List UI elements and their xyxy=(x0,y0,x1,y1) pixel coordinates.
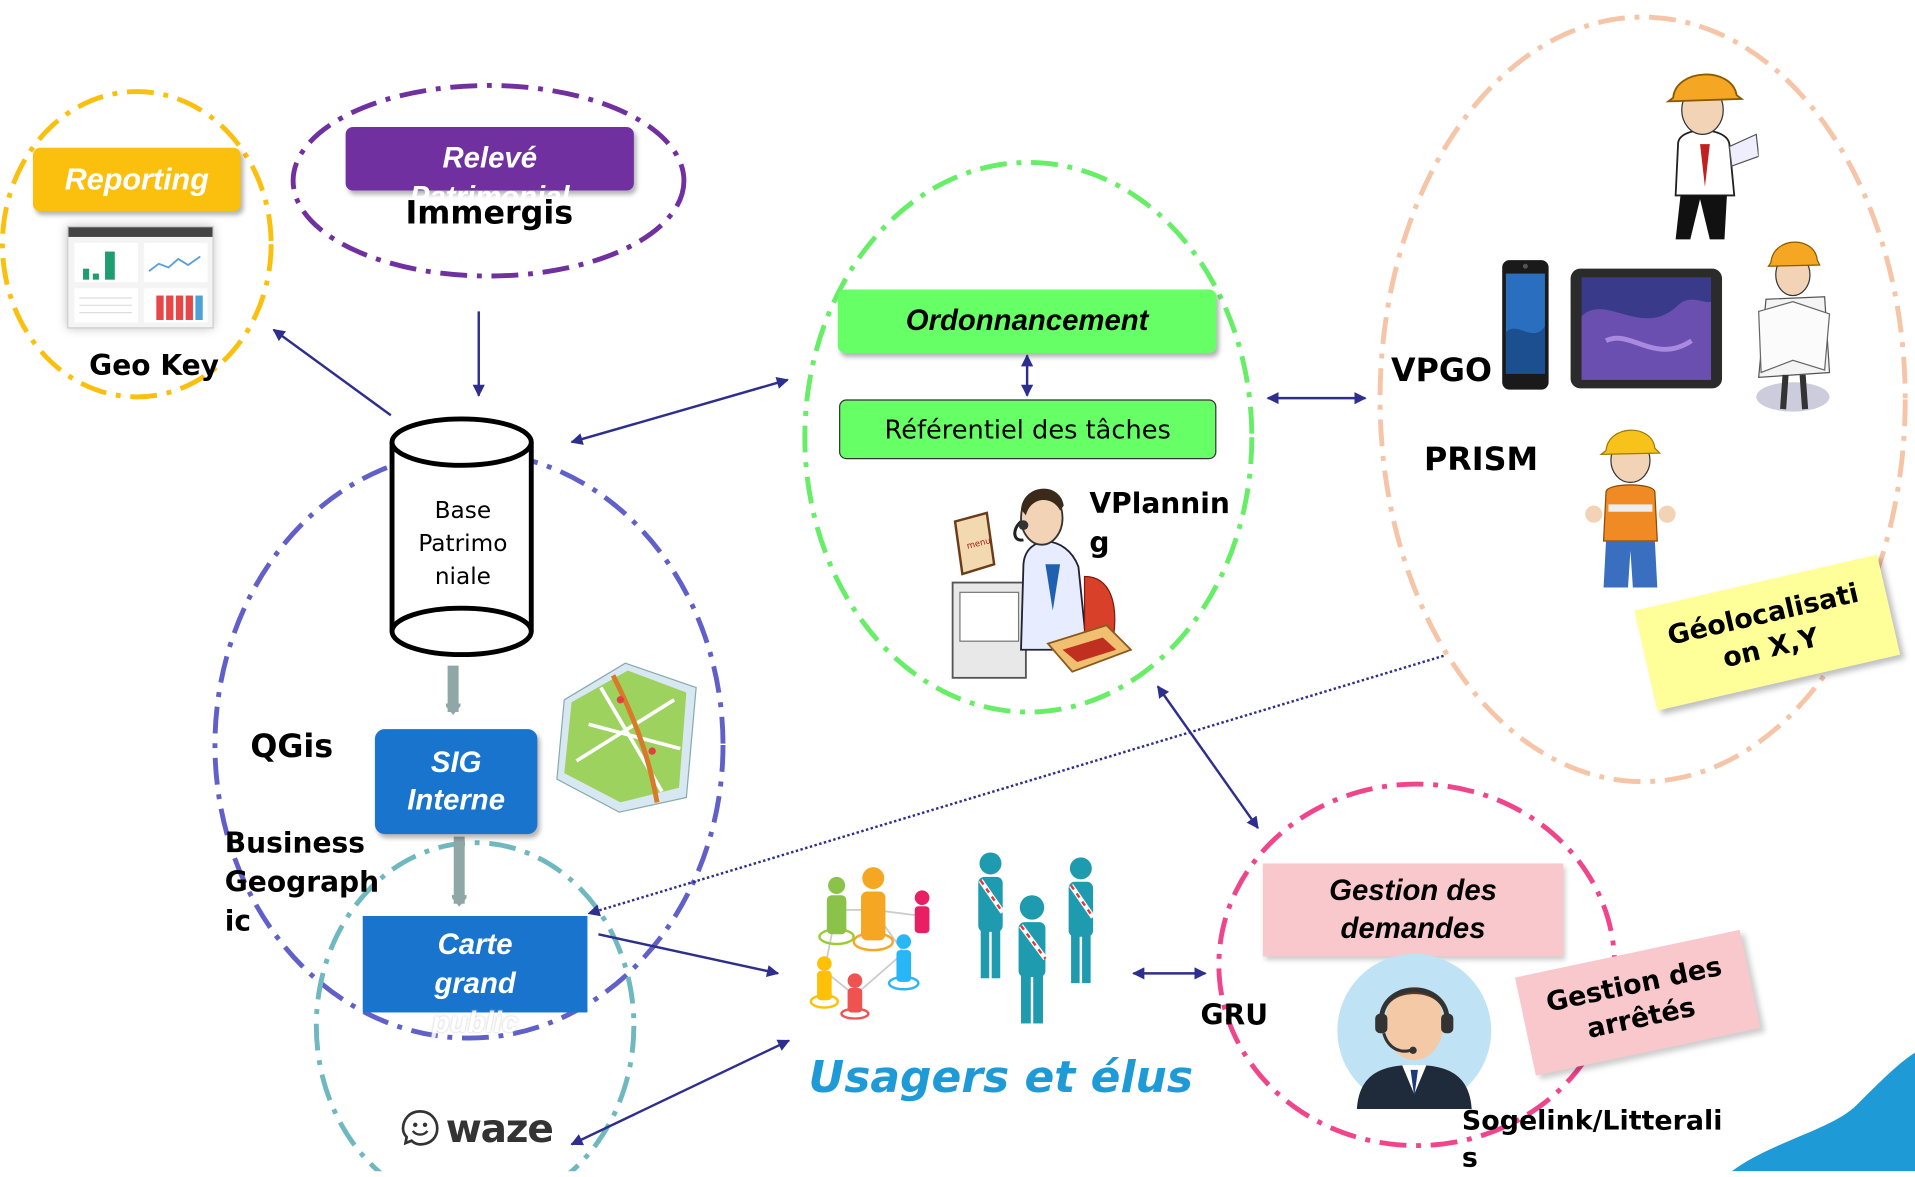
referentiel-label: Référentiel des tâches xyxy=(884,414,1171,444)
database-label-line1: Base xyxy=(434,497,492,524)
carte-line2: grand xyxy=(434,967,516,1001)
waze-usagers-arrow xyxy=(570,1039,791,1146)
waze-label: waze xyxy=(445,1105,554,1152)
gestion-des-demandes-box[interactable]: Gestion des demandes xyxy=(1262,863,1564,957)
dispatcher-icon: menu xyxy=(950,467,1133,681)
ordonnancement-gru-arrow xyxy=(1156,685,1259,830)
database-label-line2: Patrimo xyxy=(418,530,508,557)
call-agent-icon xyxy=(1335,953,1494,1109)
sig-interne-button[interactable]: SIG Interne xyxy=(374,729,538,835)
demandes-line1: Gestion des xyxy=(1329,874,1497,908)
demandes-line2: demandes xyxy=(1340,912,1486,946)
db-to-reporting-arrow xyxy=(272,328,392,417)
qgis-label: QGis xyxy=(250,729,334,766)
terrain-cluster-ellipse xyxy=(1377,14,1908,785)
vplanning-label-line2: g xyxy=(1089,527,1110,560)
business-geographic-label: Business Geograph ic xyxy=(225,824,379,941)
reporting-label: Reporting xyxy=(64,161,209,197)
vpgo-label: VPGO xyxy=(1391,352,1492,390)
dashboard-thumbnail-icon xyxy=(67,225,214,329)
sig-line1: SIG xyxy=(430,746,482,780)
smartphone-icon xyxy=(1501,259,1550,391)
waze-logo[interactable]: waze xyxy=(399,1102,554,1156)
worker-icon-3 xyxy=(1582,419,1680,596)
worker-icon-1 xyxy=(1651,59,1760,242)
business-geographic-line2: Geograph xyxy=(224,867,380,899)
people-network-icon xyxy=(800,861,947,1020)
db-ordonnancement-arrow xyxy=(570,376,789,445)
worker-icon-2 xyxy=(1744,226,1844,415)
database-label: Base Patrimo niale xyxy=(393,495,532,594)
gru-label: GRU xyxy=(1200,1000,1269,1032)
carte-line3: public xyxy=(431,1006,519,1040)
sogelink-line2: s xyxy=(1461,1143,1478,1174)
carte-grand-public-button[interactable]: Carte grand public xyxy=(362,915,588,1039)
releve-label: Relevé Patrimonial xyxy=(409,141,570,214)
referentiel-des-taches-box[interactable]: Référentiel des tâches xyxy=(839,399,1217,460)
usagers-et-elus-label: Usagers et élus xyxy=(808,1052,1194,1103)
waze-icon xyxy=(401,1110,439,1146)
tablet-icon xyxy=(1569,267,1723,389)
sogelink-line1: Sogelink/Litterali xyxy=(1461,1106,1723,1138)
officials-icon xyxy=(968,849,1102,1026)
carte-to-usagers-arrow xyxy=(598,933,780,978)
sig-line2: Interne xyxy=(407,784,506,818)
prism-label: PRISM xyxy=(1424,442,1539,479)
database-label-line3: niale xyxy=(434,563,491,590)
business-geographic-line1: Business xyxy=(224,828,365,860)
releve-patrimonial-button[interactable]: Relevé Patrimonial xyxy=(345,127,634,214)
ordonnancement-cluster-ellipse xyxy=(802,159,1255,715)
reporting-button[interactable]: Reporting xyxy=(32,147,241,212)
geo-key-label: Geo Key xyxy=(89,350,219,383)
terrain-to-carte-dotted-arrow xyxy=(587,654,1444,917)
database-cylinder-icon xyxy=(389,416,534,658)
releve-cluster-ellipse xyxy=(290,83,687,279)
immergis-label: Immergis xyxy=(405,195,574,233)
map-icon xyxy=(552,651,705,816)
vplanning-label-line1: VPlannin xyxy=(1089,488,1230,521)
carte-line1: Carte xyxy=(437,928,513,962)
corner-decoration xyxy=(1731,1052,1915,1172)
ordonnancement-label: Ordonnancement xyxy=(905,304,1149,338)
sogelink-litteralis-label: Sogelink/Litterali s xyxy=(1462,1104,1723,1177)
business-geographic-line3: ic xyxy=(224,906,252,938)
ordonnancement-button[interactable]: Ordonnancement xyxy=(837,289,1217,353)
